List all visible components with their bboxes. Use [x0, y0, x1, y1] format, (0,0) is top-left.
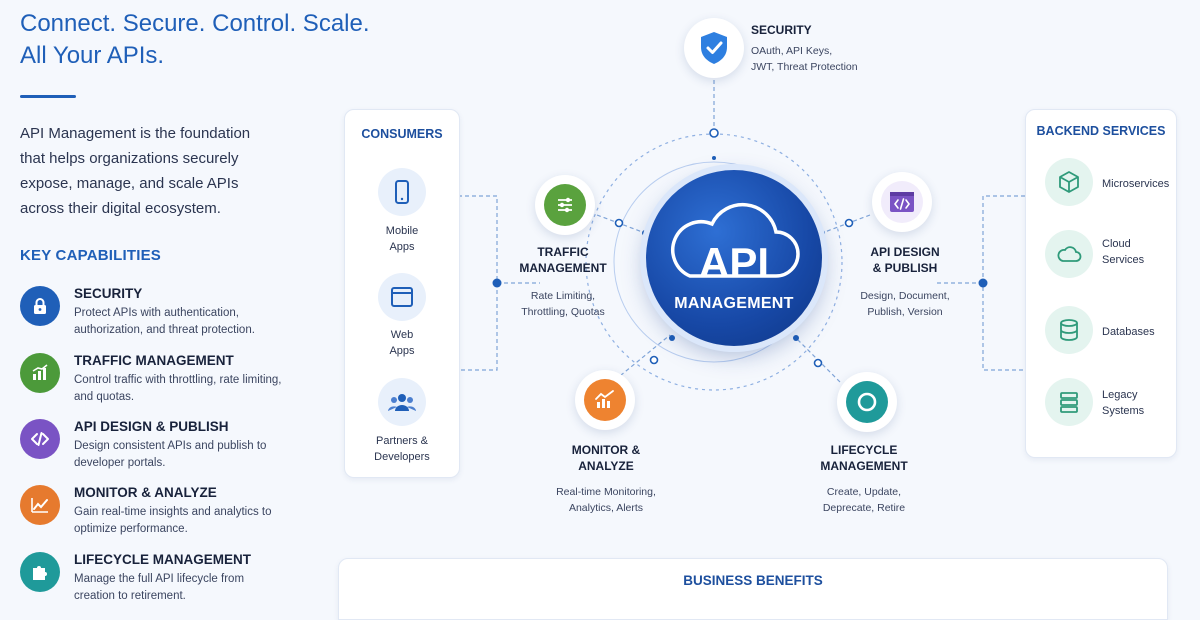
- backend-databases: [1045, 306, 1093, 354]
- api-management-hub: API MANAGEMENT: [646, 170, 822, 346]
- mobile-icon: [378, 168, 426, 216]
- capability-desc: Design consistent APIs and publish to de…: [74, 440, 267, 469]
- business-benefits-panel: BUSINESS BENEFITS: [338, 558, 1168, 620]
- design-node: [872, 172, 932, 232]
- capability-title: LIFECYCLE MANAGEMENT: [74, 552, 251, 567]
- consumer-web-label: Web Apps: [389, 329, 415, 357]
- lifecycle-node-desc: Create, Update, Deprecate, Retire: [822, 486, 906, 514]
- backend-services-card: BACKEND SERVICES Microservices Cloud Ser…: [1025, 109, 1177, 458]
- monitor-node: [575, 370, 635, 430]
- capability-title: MONITOR & ANALYZE: [74, 485, 217, 500]
- capability-title: TRAFFIC MANAGEMENT: [74, 353, 234, 368]
- consumer-mobile: [378, 168, 426, 216]
- monitor-node-desc: Real-time Monitoring, Analytics, Alerts: [556, 486, 656, 514]
- browser-icon: [378, 273, 426, 321]
- security-node-desc: OAuth, API Keys, JWT, Threat Protection: [751, 45, 858, 73]
- capability-monitor-analyze: MONITOR & ANALYZE Gain real-time insight…: [20, 485, 320, 545]
- headline-line-2: All Your APIs.: [20, 42, 165, 69]
- headline-line-1: Connect. Secure. Control. Scale.: [20, 10, 370, 37]
- backend-microservices: [1045, 158, 1093, 206]
- capability-security: SECURITY Protect APIs with authenticatio…: [20, 286, 320, 346]
- backend-legacy-label: Legacy Systems: [1102, 389, 1145, 417]
- capability-title: SECURITY: [74, 286, 143, 301]
- security-node: [684, 18, 744, 78]
- code-window-icon: [881, 181, 923, 223]
- backend-cloud: [1045, 230, 1093, 278]
- backend-cloud-label: Cloud Services: [1102, 238, 1145, 266]
- traffic-node-desc: Rate Limiting, Throttling, Quotas: [521, 290, 605, 318]
- analytics-icon: [584, 379, 626, 421]
- line-chart-icon: [20, 485, 60, 525]
- design-node-desc: Design, Document, Publish, Version: [860, 290, 950, 318]
- database-icon: [1045, 306, 1093, 354]
- server-icon: [1045, 378, 1093, 426]
- consumer-partners: [378, 378, 426, 426]
- capability-api-design: API DESIGN & PUBLISH Design consistent A…: [20, 419, 320, 479]
- lock-icon: [20, 286, 60, 326]
- backend-databases-label: Databases: [1102, 326, 1155, 338]
- shield-check-icon: [701, 32, 727, 64]
- cube-icon: [1045, 158, 1093, 206]
- headline-divider: [20, 95, 76, 98]
- capability-lifecycle: LIFECYCLE MANAGEMENT Manage the full API…: [20, 552, 320, 612]
- hub-label-api: API: [698, 239, 769, 286]
- lifecycle-node: [837, 372, 897, 432]
- sliders-icon: [544, 184, 586, 226]
- consumer-web: [378, 273, 426, 321]
- intro-text: API Management is the foundation that he…: [20, 125, 251, 217]
- lifecycle-node-title: LIFECYCLE MANAGEMENT: [820, 443, 908, 473]
- connector-dot: [492, 278, 502, 288]
- capability-title: API DESIGN & PUBLISH: [74, 419, 229, 434]
- hub-label-management: MANAGEMENT: [674, 295, 794, 312]
- business-benefits-title: BUSINESS BENEFITS: [683, 573, 823, 588]
- cloud-icon: [671, 202, 800, 278]
- security-node-title: SECURITY: [751, 23, 812, 37]
- consumer-mobile-label: Mobile Apps: [385, 225, 419, 253]
- people-icon: [378, 378, 426, 426]
- key-capabilities-title: KEY CAPABILITIES: [20, 247, 161, 264]
- consumers-card: CONSUMERS Mobile Apps Web Apps Partners …: [344, 109, 460, 478]
- consumers-title: CONSUMERS: [361, 127, 443, 141]
- puzzle-icon: [20, 552, 60, 592]
- cloud-icon: [1045, 230, 1093, 278]
- consumer-partners-label: Partners & Developers: [374, 435, 430, 463]
- headline: Connect. Secure. Control. Scale. All You…: [20, 8, 380, 72]
- backend-title: BACKEND SERVICES: [1036, 124, 1166, 138]
- bar-chart-icon: [20, 353, 60, 393]
- capability-desc: Gain real-time insights and analytics to…: [74, 506, 272, 535]
- capability-traffic-management: TRAFFIC MANAGEMENT Control traffic with …: [20, 353, 320, 413]
- traffic-node: [535, 175, 595, 235]
- monitor-node-title: MONITOR & ANALYZE: [571, 443, 641, 473]
- traffic-node-title: TRAFFIC MANAGEMENT: [519, 245, 607, 275]
- code-icon: [20, 419, 60, 459]
- capability-desc: Control traffic with throttling, rate li…: [74, 374, 282, 403]
- connector-dot: [978, 278, 988, 288]
- design-node-title: API DESIGN & PUBLISH: [870, 245, 940, 275]
- capability-desc: Manage the full API lifecycle from creat…: [74, 573, 245, 602]
- capability-desc: Protect APIs with authentication, author…: [74, 307, 255, 336]
- backend-microservices-label: Microservices: [1102, 178, 1170, 190]
- backend-legacy: [1045, 378, 1093, 426]
- cycle-icon: [846, 381, 888, 423]
- connector-lines: [458, 80, 1025, 391]
